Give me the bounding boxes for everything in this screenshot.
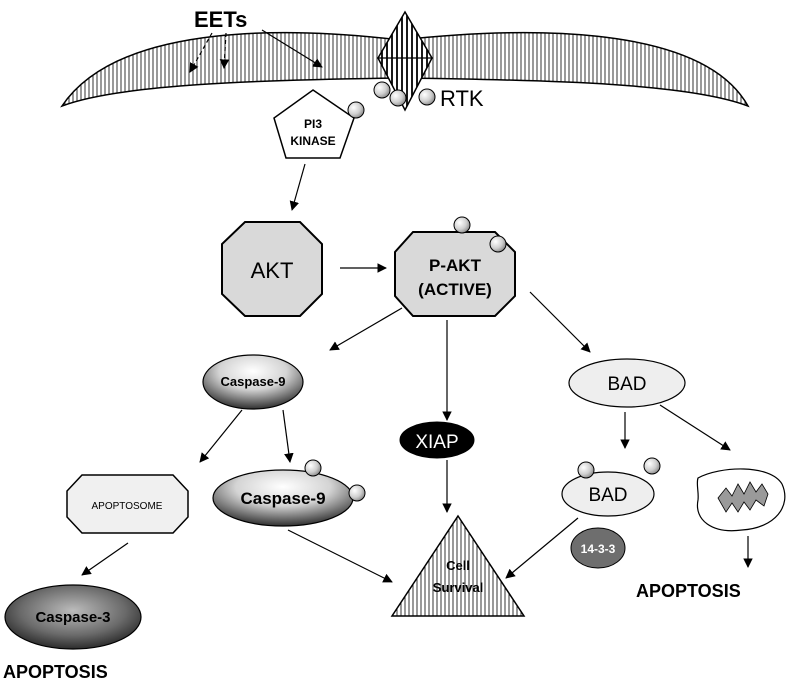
phosphate-circle-icon: [373, 81, 391, 99]
eets-label: EETs: [194, 7, 247, 32]
p-akt-label-line2: (ACTIVE): [418, 280, 492, 299]
cell-survival-node: [390, 514, 526, 617]
rtk-label: RTK: [440, 86, 484, 111]
akt-node: [221, 221, 323, 317]
apoptosis-right-label: APOPTOSIS: [636, 581, 741, 601]
receptor-diamond-icon: [377, 10, 433, 112]
phosphate-circle-icon: [418, 88, 436, 106]
phosphate-circle-icon: [453, 216, 471, 234]
bad-node: [568, 358, 686, 408]
pi3-label-line1: PI3: [304, 117, 322, 131]
phosphate-circle-icon: [347, 101, 365, 119]
phosphate-circle-icon: [489, 235, 507, 253]
bad-phospho-node: [561, 471, 655, 517]
caspase-9-phospho-label: Caspase-9: [240, 489, 325, 508]
pi3-kinase-node: [273, 89, 355, 159]
xiap-label: XIAP: [415, 432, 458, 453]
bad-phospho-label: BAD: [588, 485, 627, 506]
xiap-node: [399, 421, 475, 459]
protein-14-3-3-node: [570, 527, 626, 569]
phosphate-circle-icon: [643, 457, 661, 475]
cell-survival-label-line2: Survival: [433, 580, 484, 595]
apoptosome-label: APOPTOSOME: [92, 501, 163, 512]
protein-14-3-3-label: 14-3-3: [581, 542, 616, 556]
apoptosome-node: [66, 474, 189, 534]
mitochondrion-cristae-icon: [717, 481, 769, 513]
phosphate-circle-icon: [348, 484, 366, 502]
caspase-9-label: Caspase-9: [220, 374, 285, 389]
akt-label: AKT: [251, 258, 294, 283]
caspase-3-label: Caspase-3: [35, 609, 110, 626]
phosphate-circle-icon: [389, 89, 407, 107]
cell-survival-label-line1: Cell: [446, 558, 470, 573]
caspase-3-node: [4, 584, 142, 650]
pi3-label-line2: KINASE: [290, 134, 335, 148]
phosphate-circle-icon: [304, 459, 322, 477]
bad-label: BAD: [607, 374, 646, 395]
phosphate-circle-icon: [577, 461, 595, 479]
p-akt-label-line1: P-AKT: [429, 256, 482, 275]
apoptosis-left-label: APOPTOSIS: [3, 662, 108, 682]
caspase-9-node: [202, 354, 304, 410]
